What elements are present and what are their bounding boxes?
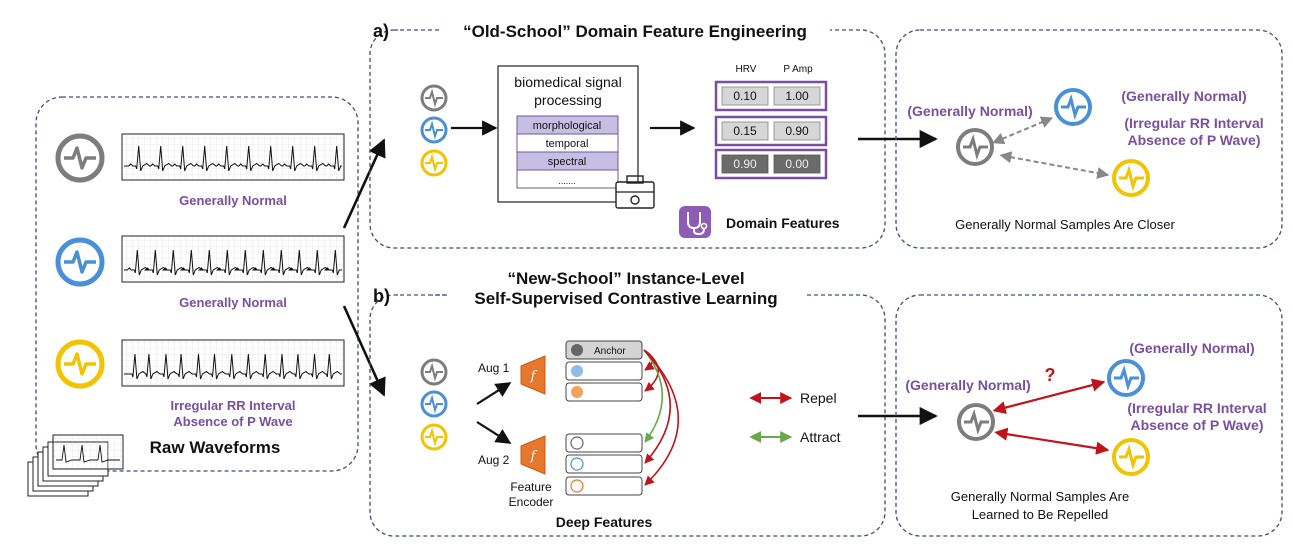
panel-a-tag: a): [373, 21, 389, 41]
feature-cell: 0.90: [785, 124, 809, 138]
yellow-ecg-icon-a-right: [1112, 159, 1150, 197]
yellow-small-icon-b: [420, 423, 448, 451]
raw-label-3a: Irregular RR Interval: [171, 398, 296, 413]
a-label-gray: (Generally Normal): [907, 103, 1032, 119]
b-label-yellow-1: (Irregular RR Interval: [1127, 400, 1266, 416]
raw-label-1: Generally Normal: [179, 193, 287, 208]
a-right-caption: Generally Normal Samples Are Closer: [955, 217, 1175, 232]
deep-features-label: Deep Features: [556, 514, 653, 530]
feature-cell: 0.00: [785, 157, 809, 171]
close-arrow: [992, 116, 1054, 145]
processing-title-1: biomedical signal: [514, 74, 621, 90]
panel-b-title-2: Self-Supervised Contrastive Learning: [474, 289, 777, 308]
a-label-yellow-2: Absence of P Wave): [1127, 132, 1260, 148]
a-label-blue: (Generally Normal): [1121, 88, 1246, 104]
yellow-small-icon-a: [420, 149, 448, 177]
yellow-ecg-icon-b-right: [1112, 438, 1150, 476]
stacked-strips-icon: [27, 434, 124, 497]
yellow-ecg-icon: [55, 339, 105, 389]
f-symbol: f: [530, 449, 538, 464]
blue-ecg-icon-a-right: [1054, 88, 1092, 126]
arrow-raw-to-b: [342, 305, 386, 397]
feature-cell: 0.15: [733, 124, 757, 138]
feature-yellow-2: [565, 476, 643, 496]
encoder-2: f: [520, 435, 546, 475]
encoder-label-1: Feature: [510, 480, 552, 494]
method-spectral: spectral: [548, 156, 587, 168]
method-more: .......: [558, 176, 576, 186]
domain-features-label: Domain Features: [726, 215, 840, 231]
panel-a-right: [895, 29, 1283, 249]
blue-ecg-icon-b-right: [1107, 359, 1145, 397]
panel-b-right: [895, 294, 1283, 537]
b-label-yellow-2: Absence of P Wave): [1130, 417, 1263, 433]
b-label-gray: (Generally Normal): [905, 377, 1030, 393]
blue-ecg-icon: [55, 237, 105, 287]
b-right-caption-1: Generally Normal Samples Are: [951, 489, 1129, 504]
aug2-label: Aug 2: [478, 453, 510, 467]
feature-row-1: 0.10 1.00: [714, 80, 828, 112]
panel-b: [369, 294, 886, 537]
repel-arrow-yellow: [994, 427, 1110, 455]
gray-ecg-icon: [55, 133, 105, 183]
panel-a-title: “Old-School” Domain Feature Engineering: [463, 22, 807, 41]
raw-label-2: Generally Normal: [179, 295, 287, 310]
a-label-yellow-1: (Irregular RR Interval: [1124, 115, 1263, 131]
encoder-label-2: Encoder: [509, 495, 554, 509]
method-temporal: temporal: [546, 138, 589, 150]
blue-small-icon-a: [420, 116, 448, 144]
feature-cell: 1.00: [785, 89, 809, 103]
raw-waveforms-panel: [35, 96, 359, 472]
processing-title-2: processing: [534, 92, 602, 108]
blue-small-icon-b: [420, 390, 448, 418]
feature-blue-2: [565, 454, 643, 474]
b-right-caption-2: Learned to Be Repelled: [972, 507, 1109, 522]
feature-cell: 0.10: [733, 89, 757, 103]
panel-b-title-1: “New-School” Instance-Level: [507, 269, 744, 288]
feature-row-3: 0.90 0.00: [714, 148, 828, 180]
feature-blue-1: [565, 361, 643, 381]
gray-ecg-icon-b-right: [957, 403, 995, 441]
panel-b-tag: b): [373, 286, 390, 306]
question-mark: ?: [1045, 365, 1056, 385]
header-hrv: HRV: [736, 64, 757, 75]
anchor-label: Anchor: [594, 346, 626, 357]
aug1-label: Aug 1: [478, 361, 510, 375]
method-morphological: morphological: [533, 120, 601, 132]
raw-waveforms-title: Raw Waveforms: [150, 438, 281, 457]
raw-label-3b: Absence of P Wave: [173, 414, 292, 429]
feature-yellow-1: [565, 382, 643, 402]
ecg-strip-normal-2: [121, 235, 345, 283]
b-label-blue: (Generally Normal): [1129, 340, 1254, 356]
repel-legend-label: Repel: [800, 390, 837, 406]
feature-gray-2: [565, 433, 643, 453]
anchor-feature: Anchor: [565, 340, 643, 360]
ecg-strip-normal-1: [121, 133, 345, 181]
ecg-strip-af: [121, 339, 345, 387]
encoder-1: f: [520, 355, 546, 395]
repel-arrow-blue: [992, 378, 1106, 415]
gray-small-icon-b: [420, 358, 448, 386]
stethoscope-icon: [679, 206, 711, 238]
attract-legend-label: Attract: [800, 429, 841, 445]
arrow-raw-to-a: [342, 138, 386, 229]
f-symbol: f: [530, 369, 538, 384]
attract-arc: [643, 349, 663, 443]
header-pamp: P Amp: [783, 64, 813, 75]
gray-ecg-icon-a-right: [956, 128, 994, 166]
far-arrow: [999, 151, 1110, 179]
gray-small-icon-a: [420, 84, 448, 112]
feature-cell: 0.90: [733, 157, 757, 171]
feature-row-2: 0.15 0.90: [714, 115, 828, 147]
toolbox-icon: [615, 175, 655, 209]
repel-arc-4: [643, 349, 680, 486]
